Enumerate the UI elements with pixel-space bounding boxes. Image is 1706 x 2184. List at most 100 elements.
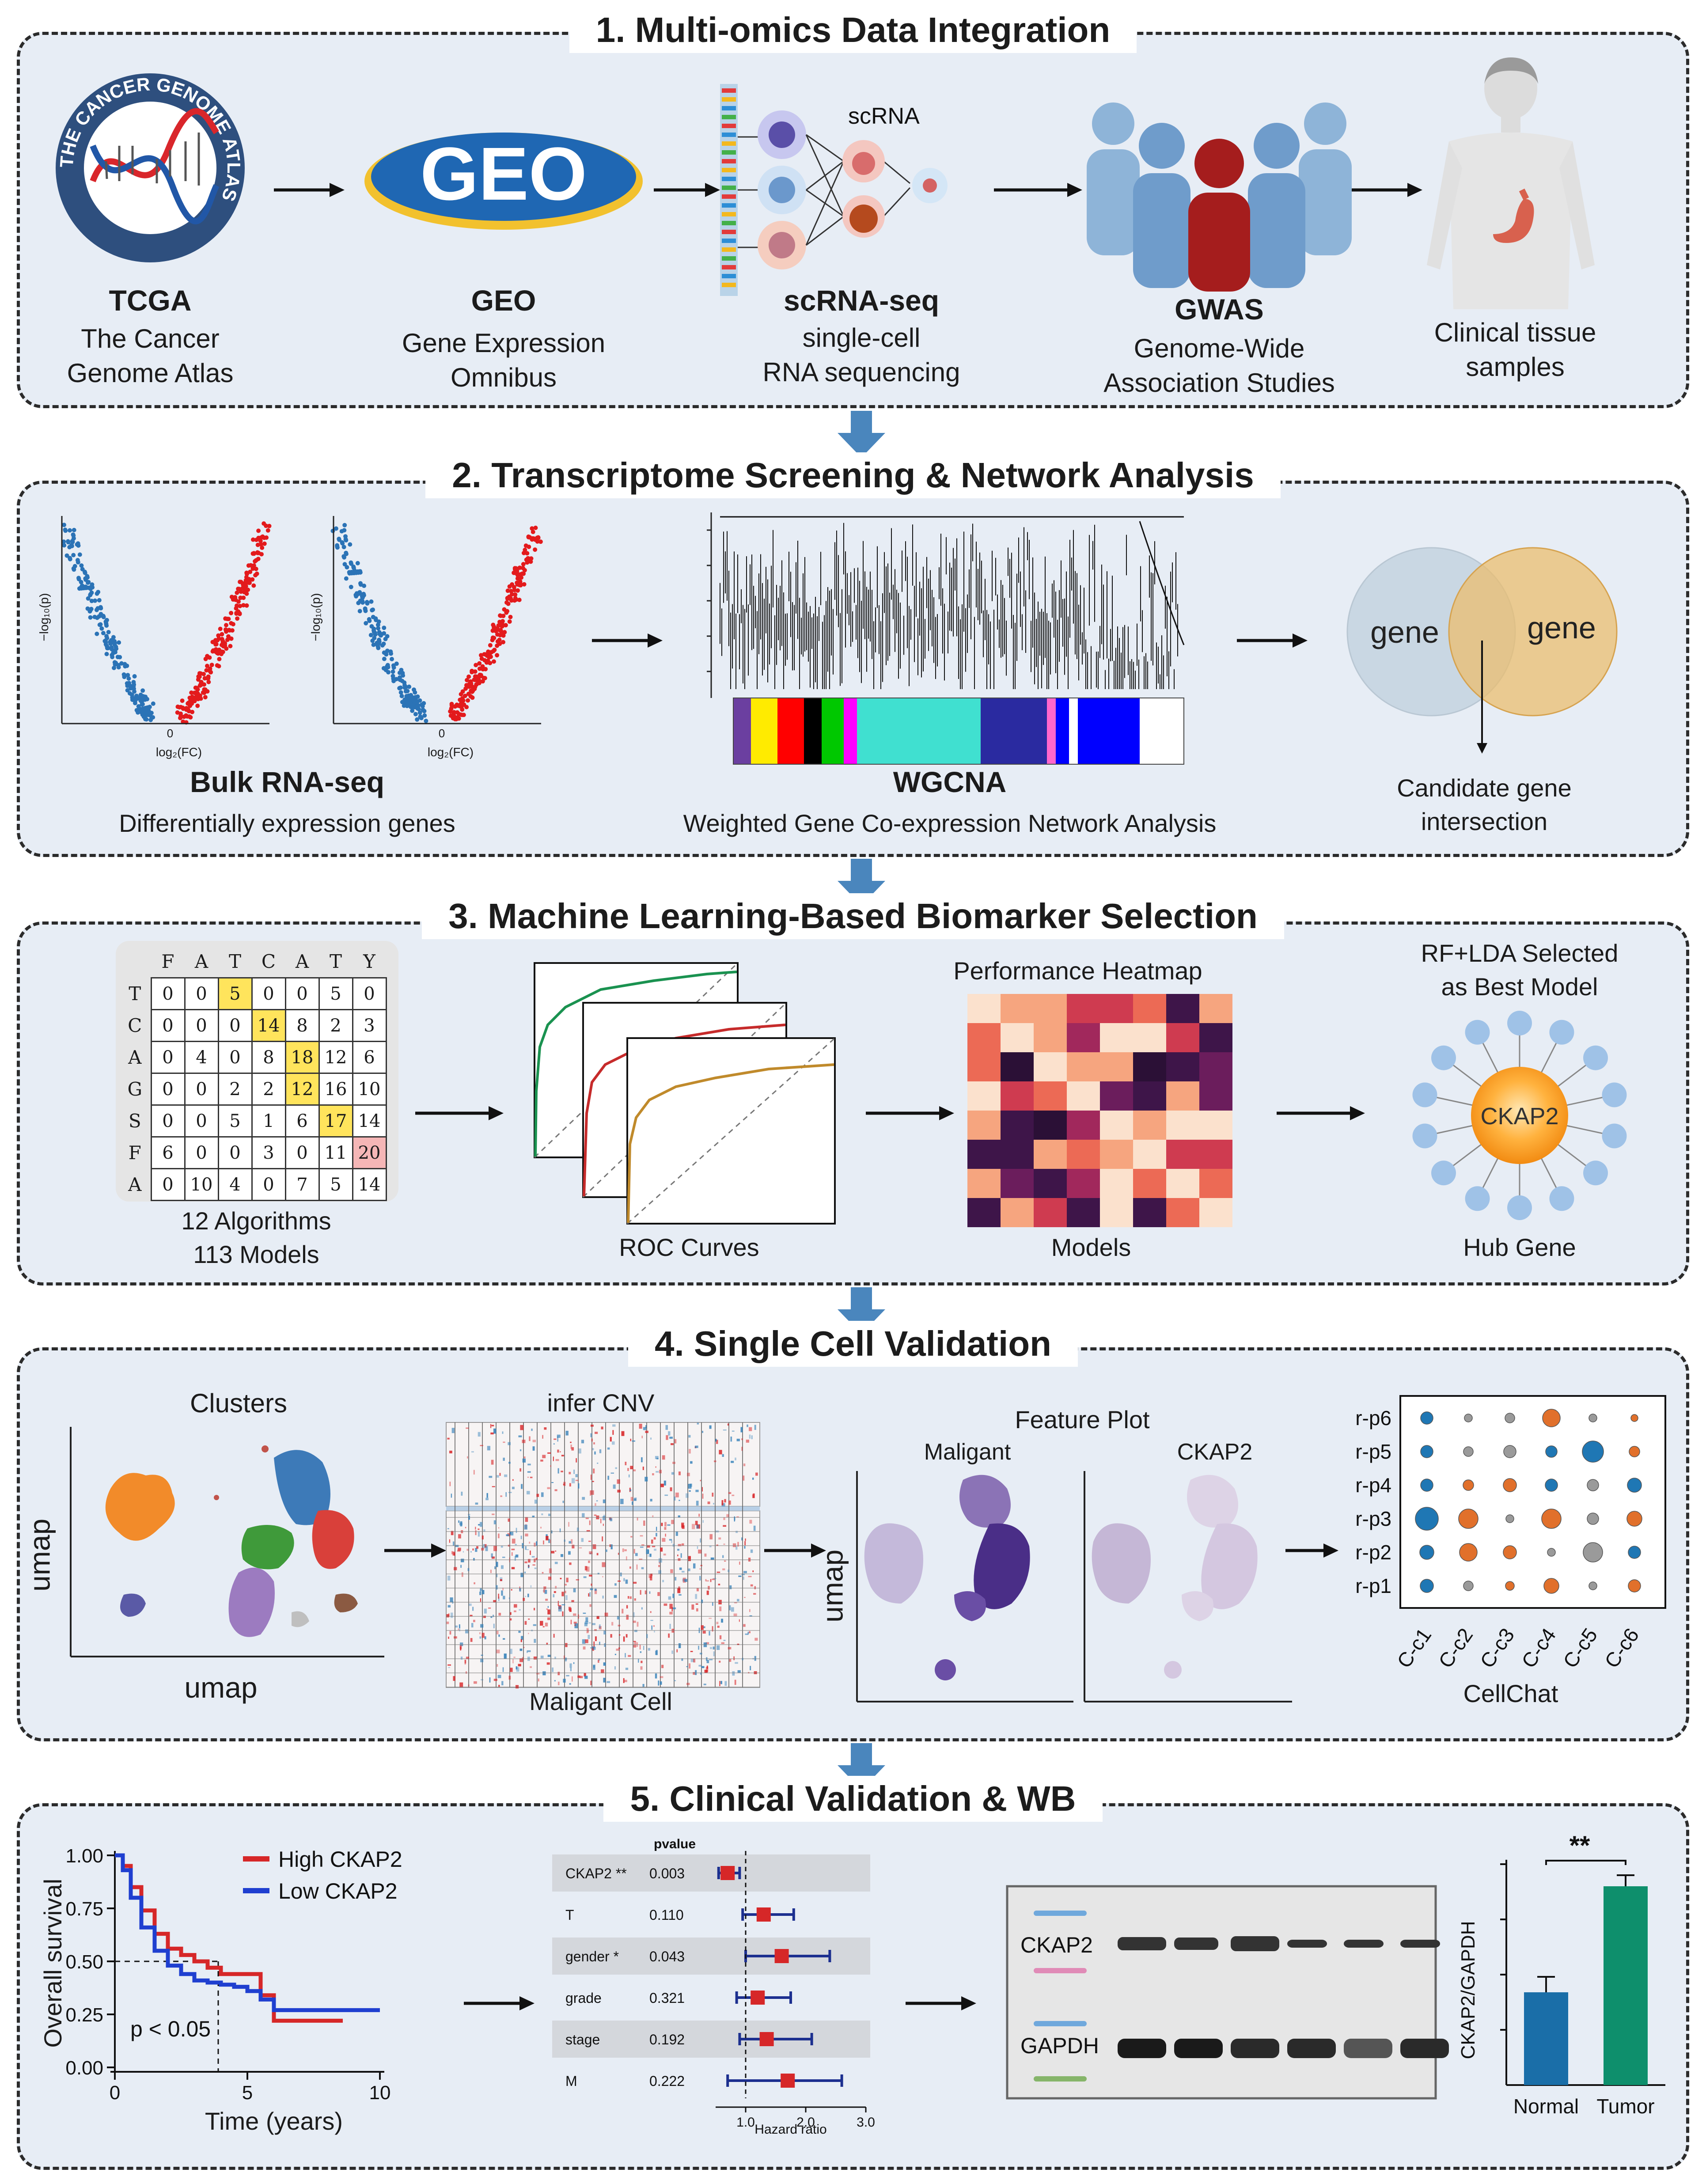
arrow-down-icon [838,859,885,906]
venn-desc-2: intersection [1421,808,1548,835]
km-xlabel: Time (years) [205,2107,343,2135]
clusters-ylabel: umap [23,1518,56,1592]
wgcna-name: WGCNA [893,766,1007,798]
cellchat-dot [1505,1581,1515,1591]
bulk-name: Bulk RNA-seq [190,766,385,798]
cellchat-dot [1420,1479,1433,1492]
cellchat-dot [1627,1478,1642,1493]
venn-diagram: gene gene [1346,547,1618,754]
cellchat-dot [1420,1411,1433,1425]
matrix-col-header: Y [363,950,375,972]
cellchat-dot [1505,1413,1515,1423]
clusters-title: Clusters [190,1388,288,1418]
cellchat-dot [1588,1414,1597,1422]
matrix-cell: 0 [284,977,320,1010]
volcano-ylabel-1: −log₁₀(p) [37,593,51,641]
clinical-desc-2: samples [1466,352,1565,382]
roc-curves [534,962,836,1225]
cellchat-dot [1463,1479,1474,1491]
cellchat-dot [1503,1545,1517,1559]
cellchat-dot [1587,1479,1599,1491]
cnv-caption: Maligant Cell [529,1687,672,1715]
matrix-cell: 0 [217,1009,253,1042]
matrix-cell: 6 [352,1041,387,1074]
forest-xtick: 1.0 [736,2115,755,2130]
bulk-desc: Differentially expression genes [119,809,455,837]
cellchat-dot [1505,1514,1514,1523]
cellchat-dot [1630,1414,1638,1422]
gwas-name: GWAS [1175,293,1264,326]
matrix-cell: 8 [284,1009,320,1042]
scrna-desc-2: RNA sequencing [762,357,960,387]
matrix-cell: 16 [318,1073,353,1106]
matrix-cell: 1 [251,1104,286,1138]
feature-right-title: CKAP2 [1177,1439,1253,1465]
arrow-down-icon [838,411,885,458]
wgcna-dendrogram [707,512,1185,698]
matrix-cell: 10 [352,1073,387,1106]
venn-desc-1: Candidate gene [1397,774,1572,802]
cellchat-row-label: r-p4 [1355,1474,1391,1497]
geo-desc-2: Omnibus [450,363,557,392]
matrix-cell: 11 [318,1136,353,1169]
km-xtick: 10 [369,2082,391,2104]
arrow-right-icon [1352,183,1422,197]
clinical-desc-1: Clinical tissue [1434,318,1596,347]
wgcna-module-colors [733,698,1184,765]
cellchat-dot [1588,1581,1597,1590]
scrna-tag: scRNA [848,103,920,129]
volcano-points [330,523,543,723]
umap-clusters-plot [70,1427,384,1657]
matrix-cell: 7 [284,1168,320,1201]
geo-desc-1: Gene Expression [402,328,606,358]
cnv-title: infer CNV [547,1389,655,1417]
matrix-cell: 6 [284,1104,320,1138]
cellchat-col-label: C-c2 [1434,1624,1477,1672]
geo-logo-icon: GEO [364,132,643,230]
forest-row-name: grade [565,1990,602,2006]
forest-row-name: M [565,2073,577,2089]
matrix-col-header: F [161,950,174,972]
cellchat-row-label: r-p3 [1355,1507,1391,1530]
cellchat-dotplot: r-p6r-p5r-p4r-p3r-p2r-p1 C-c1C-c2C-c3C-c… [1355,1395,1666,1672]
matrix-cell: 0 [251,1168,286,1201]
tcga-desc-1: The Cancer [81,324,220,353]
matrix-cell: 0 [150,1168,186,1201]
matrix-cell: 0 [150,1009,186,1042]
arrow-right-icon [274,183,345,197]
matrix-cell: 12 [284,1073,320,1106]
matrix-cell: 0 [217,1041,253,1074]
km-legend-high: High CKAP2 [278,1847,402,1872]
forest-row-pvalue: 0.003 [649,1866,685,1881]
forest-row-name: gender * [565,1949,619,1964]
cellchat-col-label: C-c5 [1558,1624,1602,1672]
volcano-xlabel-2: log₂(FC) [427,745,474,759]
tcga-name: TCGA [109,284,192,317]
cellchat-row-label: r-p2 [1355,1541,1391,1564]
km-ytick: 0.00 [65,2057,103,2079]
feature-left-title: Maligant [924,1439,1011,1465]
km-xtick: 0 [110,2082,120,2104]
matrix-row-header: C [128,1015,142,1036]
arrow-right-icon [654,183,720,197]
cellchat-dot [1626,1511,1642,1527]
km-ytick: 1.00 [65,1845,103,1867]
forest-xlabel: Hazard ratio [754,2122,826,2137]
venn-left-label: gene [1370,615,1439,649]
roc-caption: ROC Curves [619,1233,759,1261]
matrix-cell: 4 [184,1041,219,1074]
cellchat-col-label: C-c6 [1600,1624,1643,1672]
clusters-xlabel: umap [184,1671,258,1704]
heatmap-caption: Models [1051,1233,1131,1261]
forest-row-name: stage [565,2032,600,2048]
matrix-cell: 0 [284,1136,320,1169]
km-xtick: 5 [242,2082,253,2104]
km-series-line [115,1853,380,2012]
matrix-cell: 0 [217,1136,253,1169]
matrix-cell: 0 [184,1104,219,1138]
matrix-col-header: A [194,950,209,972]
forest-point [781,2074,795,2088]
km-legend-low: Low CKAP2 [278,1879,398,1903]
feature-plot-ckap2 [1084,1471,1292,1702]
